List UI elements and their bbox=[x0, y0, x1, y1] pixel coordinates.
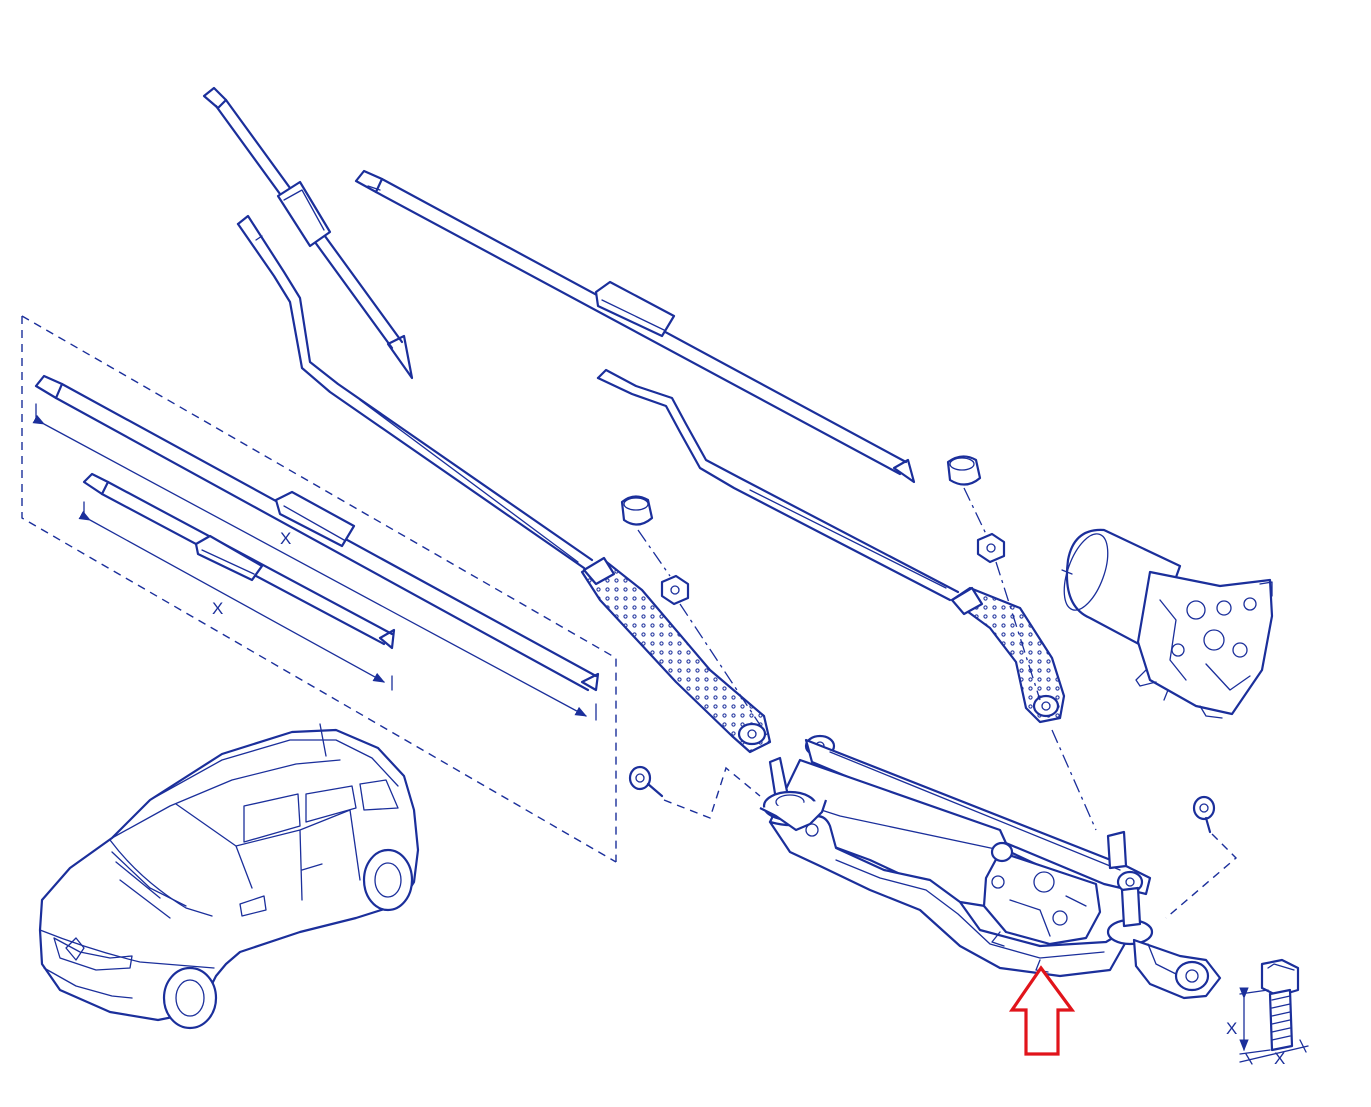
short-blade-length-label: X bbox=[212, 599, 223, 618]
wiper-arm-right bbox=[596, 368, 1066, 724]
nut-cap-left bbox=[620, 495, 654, 526]
bolt-dimension-horizontal-label: X bbox=[1274, 1049, 1285, 1068]
bolt-right-leader bbox=[1165, 833, 1238, 919]
bolt-right bbox=[1192, 795, 1216, 834]
centerline-left-arm bbox=[637, 529, 771, 741]
bolt-dimension-vertical-label: X bbox=[1226, 1019, 1237, 1038]
car-hatchback-illustration bbox=[38, 723, 420, 1030]
wiper-motor bbox=[1061, 528, 1274, 719]
wiper-linkage-frame bbox=[759, 734, 1222, 1000]
nut-cap-right bbox=[946, 455, 982, 486]
long-blade-length-label: X bbox=[280, 529, 291, 548]
bolt-left bbox=[628, 765, 664, 798]
wiper-blade-long-top bbox=[354, 169, 916, 484]
replacement-blades-group bbox=[21, 315, 617, 863]
wiper-arm-left bbox=[236, 214, 772, 754]
rear-wiper-blade-top-left bbox=[202, 86, 414, 380]
nut-left bbox=[660, 574, 690, 606]
bolt-dimension-detail bbox=[1239, 958, 1309, 1065]
centerline-right-arm bbox=[963, 487, 1097, 831]
nut-right bbox=[976, 532, 1006, 564]
highlight-up-arrow-icon bbox=[1008, 965, 1076, 1056]
bolt-left-leader bbox=[663, 766, 761, 819]
